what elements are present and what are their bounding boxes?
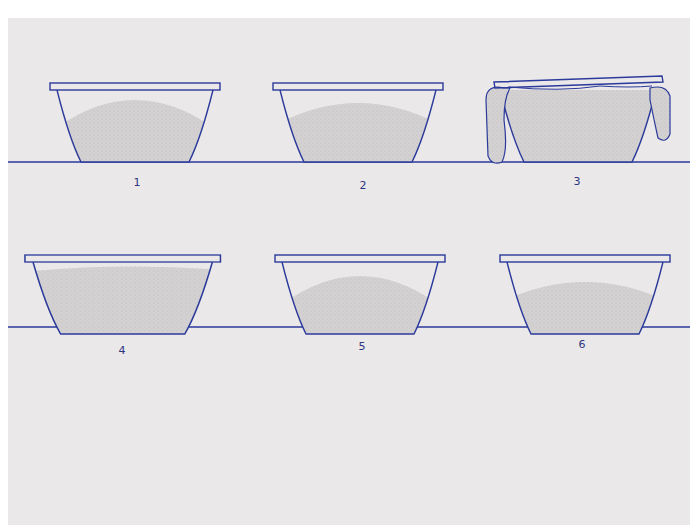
callout-number: 4: [119, 344, 126, 357]
callout-number: 5: [359, 340, 366, 353]
callout-number: 2: [360, 179, 367, 192]
callout-number: 1: [134, 176, 141, 189]
callout-number: 6: [579, 338, 586, 351]
callout-number: 3: [574, 175, 581, 188]
